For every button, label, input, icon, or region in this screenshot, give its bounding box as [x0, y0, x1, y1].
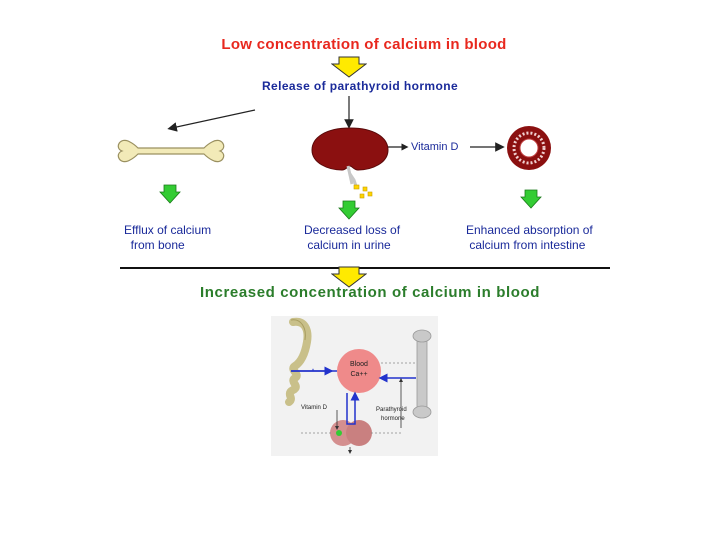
- bone-vertical-icon: [412, 329, 432, 419]
- blood-pool-icon: [337, 349, 381, 393]
- ca-label: Ca++: [350, 371, 367, 378]
- hormone-release-label: Release of parathyroid hormone: [261, 79, 459, 93]
- result-title: Increased concentration of calcium in bl…: [199, 284, 541, 301]
- intestine-cross-section-icon: [507, 126, 551, 170]
- bone-icon: [117, 139, 225, 163]
- green-arrow-icon: [338, 200, 360, 220]
- green-dot-icon: [336, 430, 342, 436]
- arrow-to-bone: [167, 109, 256, 132]
- svg-text:^: ^: [311, 369, 315, 376]
- inset-vitamin-d-label: Vitamin D: [301, 405, 328, 411]
- stomach-intestine-icon: [285, 317, 312, 406]
- urine-droplets-icon: [348, 173, 373, 199]
- yellow-arrow-icon: [331, 266, 367, 288]
- inset-pth-label-1: Parathyroid: [376, 407, 407, 413]
- effect-kidney: Decreased loss of calcium in urine: [304, 223, 401, 252]
- page-title: Low concentration of calcium in blood: [221, 36, 507, 53]
- green-arrow-icon: [520, 189, 542, 209]
- vitamin-d-label: Vitamin D: [411, 141, 459, 153]
- blood-label: Blood: [350, 361, 368, 368]
- inset-pth-label-2: hormone: [381, 416, 405, 422]
- green-arrow-icon: [159, 184, 181, 204]
- blue-arrow-kidney: [346, 391, 360, 425]
- inset-diagram: Blood Ca++ ^ Vitamin D Parathyroid hormo…: [285, 317, 432, 454]
- yellow-arrow-icon: [331, 56, 367, 78]
- calcium-regulation-inset: Blood Ca++ ^ Vitamin D Parathyroid hormo…: [271, 316, 438, 456]
- effect-intestine: Enhanced absorption of calcium from inte…: [466, 223, 593, 252]
- divider: [120, 267, 610, 269]
- effect-bone: Efflux of calcium from bone: [124, 223, 212, 252]
